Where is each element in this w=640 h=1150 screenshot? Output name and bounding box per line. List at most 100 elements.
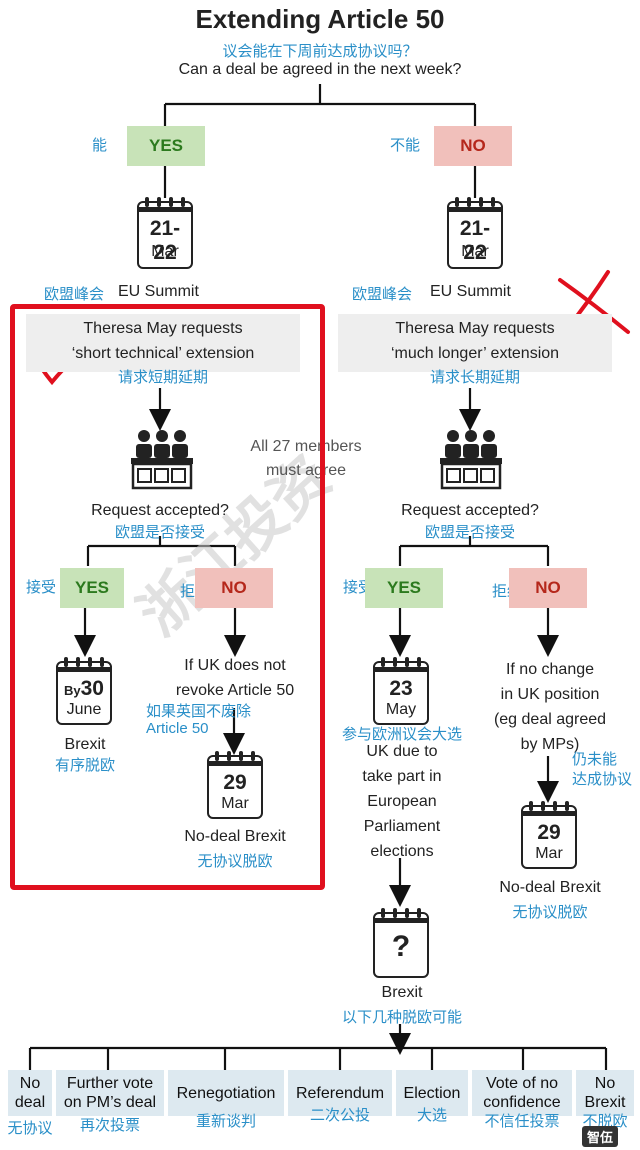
no-change-line: by MPs) [520, 736, 580, 753]
calendar-day: 23 [389, 677, 413, 700]
outcome-cn: 不信任投票 [484, 1113, 560, 1130]
outcome-cn: 无协议 [7, 1120, 53, 1137]
revoke-line2: revoke Article 50 [175, 682, 295, 699]
eu-election-text: UK due to take part in European Parliame… [330, 739, 474, 864]
calendar-day: 21-22 [149, 217, 181, 264]
brexit-label: Brexit [64, 736, 106, 753]
outcome-label: Vote of no [485, 1075, 559, 1092]
outcome-box: Referendum [288, 1070, 392, 1116]
outcome-box: Further vote on PM’s deal [56, 1070, 164, 1116]
no-change-line: in UK position [500, 686, 600, 703]
request-line2: ‘much longer’ extension [390, 345, 560, 362]
calendar-icon: 21-22 Mar [447, 197, 503, 269]
no-change-cn2: 达成协议 [572, 771, 633, 788]
eu-election-line: Parliament [363, 818, 441, 835]
calendar-day: 21-22 [459, 217, 491, 264]
highlight-frame [10, 304, 325, 890]
calendar-icon: 29 Mar [521, 801, 577, 869]
no-change-line: (eg deal agreed [493, 711, 607, 728]
calendar-prefix: By [64, 683, 81, 698]
brexit-cn: 有序脱欧 [54, 757, 115, 774]
outcome-label: Referendum [295, 1084, 385, 1102]
no-change-line: If no change [505, 661, 595, 678]
calendar-day: 30 [80, 677, 104, 700]
calendar-question: ? [391, 930, 411, 963]
request-box [26, 314, 300, 372]
brexit-label: Brexit [381, 984, 423, 1001]
revoke-cn2: Article 50 [146, 720, 209, 737]
no-change-text: If no change in UK position (eg deal agr… [470, 657, 630, 757]
calendar-month: June [66, 701, 102, 718]
accepted-question-cn: 欧盟是否接受 [114, 524, 205, 541]
calendar-month: Mar [221, 795, 249, 812]
outcome-label: Renegotiation [176, 1084, 276, 1102]
nodeal-label: No-deal Brexit [499, 879, 601, 896]
summit-cn: 欧盟峰会 [352, 286, 413, 303]
outcome-label: No [19, 1075, 41, 1092]
calendar-icon: By30 June [56, 657, 112, 725]
calendar-day: 29 [537, 821, 561, 844]
outcome-cn: 重新谈判 [195, 1113, 256, 1130]
calendar-icon: ? [373, 908, 429, 978]
outcome-label: on PM’s deal [63, 1094, 157, 1111]
question-en: Can a deal be agreed in the next week? [178, 61, 462, 78]
no-cn-label: 不能 [390, 137, 421, 154]
accepted-question: Request accepted? [91, 502, 229, 519]
revoke-cn1: 如果英国不废除 [146, 703, 252, 720]
nodeal-cn: 无协议脱欧 [512, 904, 588, 921]
outcome-label: confidence [483, 1094, 561, 1111]
calendar-day: 29 [223, 771, 247, 794]
calendar-month: Mar [461, 243, 489, 260]
eu-election-line: UK due to [366, 743, 438, 760]
committee-icon [440, 430, 502, 490]
calendar-month: May [385, 701, 417, 718]
request-line1: Theresa May requests [395, 320, 555, 337]
question-cn: 议会能在下周前达成协议吗？ [222, 43, 418, 60]
no-badge: NO [434, 126, 512, 166]
accept-yes-badge: YES [60, 568, 124, 608]
summit-cn: 欧盟峰会 [44, 286, 105, 303]
outcome-label: Brexit [584, 1094, 626, 1111]
corner-logo: 智伍 [582, 1126, 619, 1147]
accept-yes-badge: YES [365, 568, 443, 608]
outcome-label: Further vote [66, 1075, 154, 1092]
outcome-box: No deal [8, 1070, 52, 1116]
eu-election-line: take part in [362, 768, 442, 785]
calendar-icon: 23 May [373, 657, 429, 725]
eu-election-line: European [367, 793, 437, 810]
accept-cn-label: 接受 [26, 579, 57, 596]
no-change-cn1: 仍未能 [572, 751, 618, 768]
nodeal-label: No-deal Brexit [184, 828, 286, 845]
request-cn: 请求长期延期 [429, 369, 520, 386]
members-note-line1: All 27 members [250, 438, 362, 455]
outcome-label: deal [14, 1094, 46, 1111]
outcome-cn: 不脱欧 [582, 1113, 628, 1130]
reject-no-badge: NO [509, 568, 587, 608]
request-line1: Theresa May requests [83, 320, 243, 337]
calendar-icon: 21-22 Mar [137, 197, 193, 269]
outcome-box: Vote of no confidence [472, 1070, 572, 1116]
committee-icon [131, 430, 193, 490]
summit-en: EU Summit [118, 283, 199, 300]
calendar-icon: 29 Mar [207, 751, 263, 819]
request-box [338, 314, 612, 372]
outcome-label: Election [403, 1084, 461, 1102]
summit-en: EU Summit [430, 283, 511, 300]
page-title: Extending Article 50 [195, 4, 445, 34]
yes-cn-label: 能 [92, 137, 108, 154]
eu-election-line: elections [370, 843, 434, 860]
outcome-cn: 二次公投 [309, 1107, 370, 1124]
eu-election-cn: 参与欧洲议会大选 [341, 726, 462, 743]
accepted-question-cn: 欧盟是否接受 [424, 524, 515, 541]
reject-no-badge: NO [195, 568, 273, 608]
calendar-month: Mar [535, 845, 563, 862]
outcome-label: No [594, 1075, 616, 1092]
accepted-question: Request accepted? [401, 502, 539, 519]
outcome-cn: 大选 [416, 1107, 447, 1124]
members-note-line2: must agree [265, 462, 347, 479]
yes-badge: YES [127, 126, 205, 166]
calendar-month: Mar [151, 243, 179, 260]
outcome-box: Renegotiation [168, 1070, 284, 1116]
